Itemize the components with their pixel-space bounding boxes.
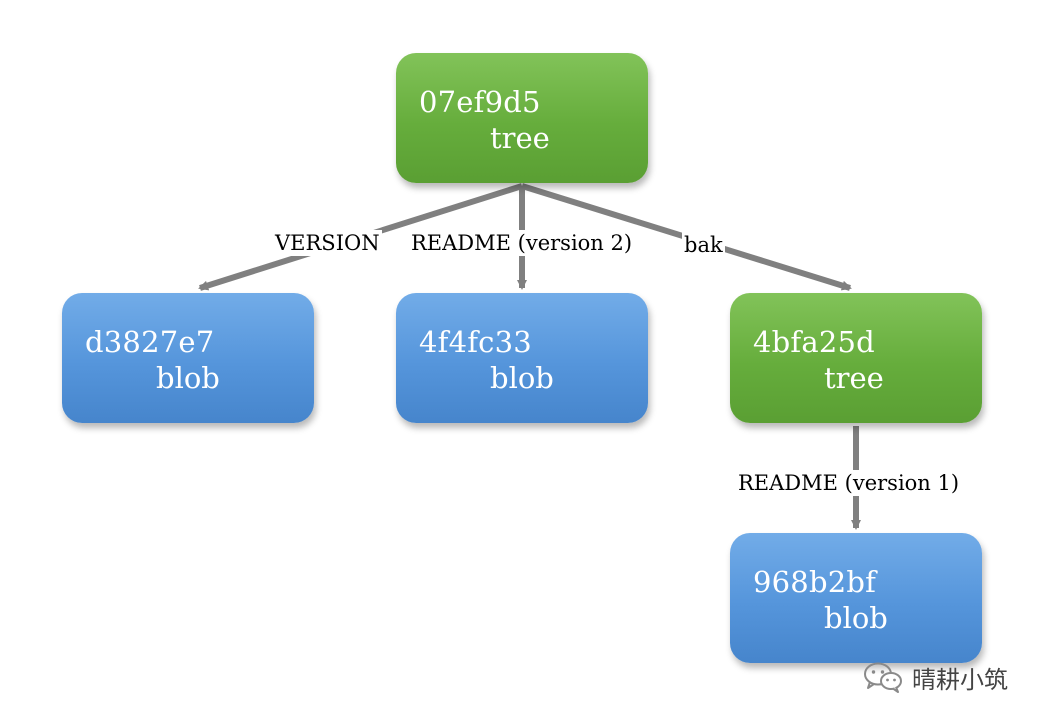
node-hash: 4bfa25d — [753, 325, 875, 359]
watermark-text: 晴耕小筑 — [912, 665, 1008, 694]
node-kind: blob — [824, 601, 888, 635]
node-kind: blob — [156, 361, 220, 395]
wechat-icon — [864, 662, 902, 693]
node-hash: d3827e7 — [85, 325, 215, 359]
node-root-tree: 07ef9d5 tree — [396, 53, 648, 183]
node-readme-v1-blob: 968b2bf blob — [730, 533, 982, 663]
node-hash: 968b2bf — [753, 565, 877, 599]
node-kind: tree — [490, 121, 550, 155]
node-kind: blob — [490, 361, 554, 395]
node-bak-tree: 4bfa25d tree — [730, 293, 982, 423]
node-version-blob: d3827e7 blob — [62, 293, 314, 423]
node-readme-v2-blob: 4f4fc33 blob — [396, 293, 648, 423]
watermark: 晴耕小筑 — [862, 660, 1008, 694]
edge-label-bak: bak — [682, 232, 725, 258]
edge-label-readme-v2: README (version 2) — [409, 230, 635, 256]
node-hash: 07ef9d5 — [419, 85, 541, 119]
edge-label-readme-v1: README (version 1) — [736, 470, 962, 496]
node-kind: tree — [824, 361, 884, 395]
node-hash: 4f4fc33 — [419, 325, 532, 359]
edge-label-version: VERSION — [273, 230, 382, 256]
